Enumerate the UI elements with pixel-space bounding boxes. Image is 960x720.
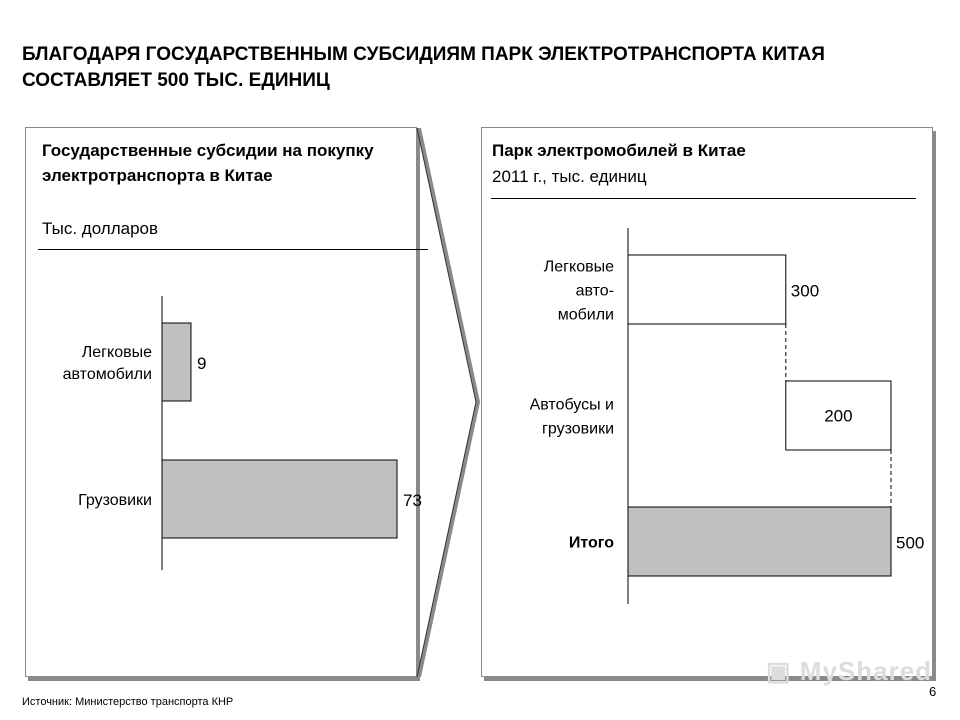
right-panel-unit: 2011 г., тыс. единиц <box>492 167 647 186</box>
right-panel-rule <box>491 198 916 199</box>
right-bar-2 <box>627 506 892 577</box>
left-category-label-0-1: автомобили <box>63 366 152 383</box>
left-bar-0 <box>161 322 192 402</box>
right-category-label-2-0: Итого <box>569 535 614 552</box>
left-panel-rule <box>38 249 428 250</box>
left-panel-unit: Тыс. долларов <box>42 219 159 238</box>
right-bar-value-1: 200 <box>824 407 852 426</box>
right-bar-value-0: 300 <box>791 282 819 301</box>
right-bar-value-2: 500 <box>896 534 924 553</box>
watermark-logo: ▣ MyShared <box>766 656 933 686</box>
right-panel-title: Парк электромобилей в Китае <box>492 141 746 160</box>
right-category-label-0-0: Легковые <box>544 259 614 276</box>
right-category-label-1-0: Автобусы и <box>530 397 614 414</box>
left-category-label-0-0: Легковые <box>82 344 152 361</box>
right-category-label-1-1: грузовики <box>542 421 614 438</box>
left-bar-1 <box>161 459 398 539</box>
slide-title: БЛАГОДАРЯ ГОСУДАРСТВЕННЫМ СУБСИДИЯМ ПАРК… <box>22 44 825 91</box>
right-category-label-0-1: авто- <box>576 283 614 300</box>
right-bar-1 <box>785 380 892 451</box>
left-category-label-1-0: Грузовики <box>78 492 152 509</box>
right-category-label-0-2: мобили <box>558 307 614 324</box>
left-bar-value-1: 73 <box>403 491 422 510</box>
left-bar-value-0: 9 <box>197 354 206 373</box>
source-note: Источник: Министерство транспорта КНР <box>22 696 234 708</box>
left-panel-title: Государственные субсидии на покупку элек… <box>42 141 374 185</box>
left-panel <box>25 127 417 677</box>
page-number: 6 <box>929 684 937 699</box>
right-bar-0 <box>627 254 787 325</box>
